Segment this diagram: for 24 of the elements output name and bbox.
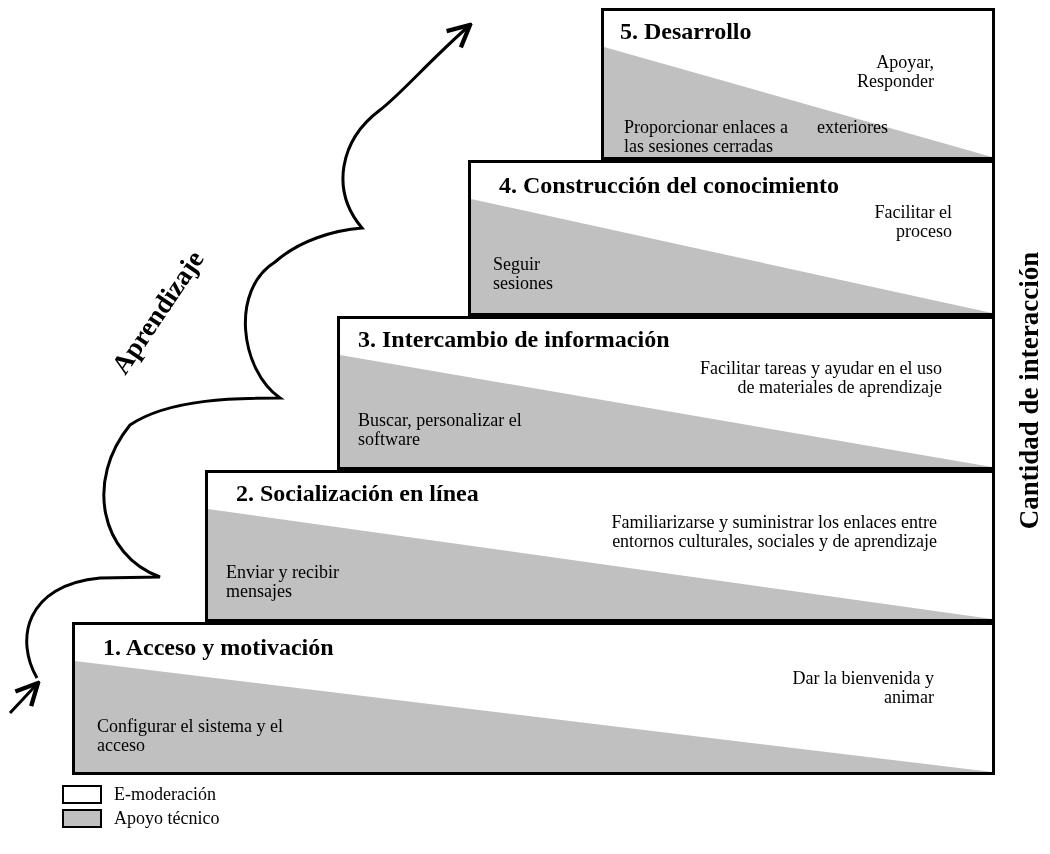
step-heading: 4. Construcción del conocimiento: [499, 173, 839, 199]
moderation-task-text: Apoyar, Responder: [856, 53, 934, 92]
step-heading: 2. Socialización en línea: [236, 481, 479, 507]
axis-title: Cantidad de interacción: [1014, 251, 1046, 529]
stage-box: [337, 316, 995, 470]
moderation-task-text: Familiarizarse y suministrar los enlaces entre entornos culturales, sociales y de aprendizaje: [610, 513, 937, 552]
step-heading: 1. Acceso y motivación: [103, 635, 334, 661]
moderation-task-text: exteriores: [817, 118, 888, 138]
legend-text: E-moderación: [114, 784, 216, 805]
stage-box: [601, 8, 995, 160]
legend-text: Apoyo técnico: [114, 808, 220, 829]
support-task-text: Enviar y recibir mensajes: [226, 563, 340, 602]
support-task-text: Proporcionar enlaces a las sesiones cerradas: [624, 118, 789, 157]
stage-box: [468, 160, 995, 316]
moderation-task-text: Facilitar tareas y ayudar en el uso de materiales de aprendizaje: [699, 359, 942, 398]
step-heading: 3. Intercambio de información: [358, 327, 670, 353]
moderation-task-text: Facilitar el proceso: [873, 203, 952, 242]
support-task-text: Seguir sesiones: [493, 255, 554, 294]
stage-box: [72, 622, 995, 775]
support-task-text: Configurar el sistema y el acceso: [97, 717, 284, 756]
moderation-task-text: Dar la bienvenida y animar: [791, 669, 934, 708]
support-task-text: Buscar, personalizar el software: [358, 411, 523, 450]
step-heading: 5. Desarrollo: [620, 19, 752, 45]
stage-box: [205, 470, 995, 622]
